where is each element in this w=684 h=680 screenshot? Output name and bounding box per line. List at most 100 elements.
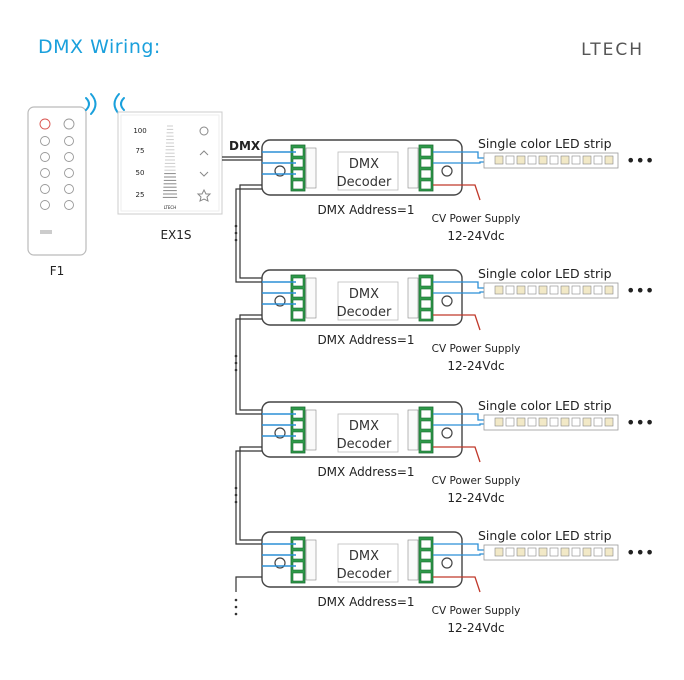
- dmx-line-label: DMX: [229, 139, 261, 153]
- power-supply-voltage: 12-24Vdc: [447, 621, 504, 635]
- led-chip-icon: [516, 547, 526, 557]
- panel-scale-75: 75: [136, 147, 145, 155]
- strip-label: Single color LED strip: [478, 266, 612, 281]
- panel-ex1s: 100 75 50 25 LTECH EX1S: [117, 111, 223, 242]
- led-chip-icon: [549, 547, 559, 557]
- power-wire: [433, 314, 481, 331]
- dmx-chain-wire: [239, 184, 262, 279]
- led-strip: [483, 544, 619, 561]
- decoder-name-line1: DMX: [349, 549, 379, 564]
- decoder-name-line2: Decoder: [337, 567, 392, 582]
- page-title: DMX Wiring:: [38, 36, 161, 58]
- led-chip-icon: [527, 285, 537, 295]
- led-chip-icon: [560, 417, 570, 427]
- panel-scale-25: 25: [136, 191, 145, 199]
- ellipsis-icon: •••: [626, 543, 654, 562]
- power-supply-label: CV Power Supply: [432, 343, 521, 355]
- led-chip-icon: [527, 417, 537, 427]
- led-chip-icon: [538, 285, 548, 295]
- led-chip-icon: [560, 547, 570, 557]
- continuation-dot: [234, 224, 238, 228]
- strip-label: Single color LED strip: [478, 398, 612, 413]
- led-chip-icon: [538, 155, 548, 165]
- decoder-name-line1: DMX: [349, 419, 379, 434]
- led-chip-icon: [549, 417, 559, 427]
- continuation-dot: [234, 605, 238, 609]
- led-chip-icon: [527, 155, 537, 165]
- dmx-chain-wire: [239, 314, 262, 411]
- ellipsis-icon: •••: [626, 151, 654, 170]
- led-chip-icon: [593, 285, 603, 295]
- dmx-chain-wire: [235, 576, 262, 592]
- led-chip-icon: [505, 155, 515, 165]
- led-chip-icon: [604, 285, 614, 295]
- panel-brand: LTECH: [164, 205, 176, 210]
- decoder-name-line1: DMX: [349, 287, 379, 302]
- power-supply-voltage: 12-24Vdc: [447, 359, 504, 373]
- led-chip-icon: [494, 155, 504, 165]
- led-chip-icon: [505, 285, 515, 295]
- led-chip-icon: [538, 417, 548, 427]
- led-chip-icon: [505, 417, 515, 427]
- continuation-dot: [234, 500, 238, 504]
- continuation-dot: [234, 238, 238, 242]
- mounting-hole-icon: [441, 295, 453, 307]
- star-icon: [196, 188, 212, 202]
- dmx-chain-wire: [235, 450, 262, 545]
- continuation-dot: [234, 598, 238, 602]
- output-terminal-block: [418, 274, 434, 322]
- dmx-terminal-block: [290, 144, 306, 192]
- dmx-chain-wire: [235, 188, 262, 283]
- remote-f1: F1: [27, 106, 87, 278]
- led-chip-icon: [604, 417, 614, 427]
- led-chip-icon: [494, 547, 504, 557]
- brightness-slider: [162, 125, 178, 198]
- dmx-terminal-block: [290, 536, 306, 584]
- led-chip-icon: [582, 155, 592, 165]
- power-supply-label: CV Power Supply: [432, 605, 521, 617]
- dmx-address-label: DMX Address=1: [317, 203, 414, 217]
- led-chip-icon: [516, 417, 526, 427]
- power-wire: [433, 576, 481, 593]
- led-chip-icon: [505, 547, 515, 557]
- power-wire: [433, 184, 481, 201]
- continuation-dot: [234, 231, 238, 235]
- led-chip-icon: [560, 285, 570, 295]
- power-icon: [199, 126, 209, 136]
- decoder-name-line2: Decoder: [337, 437, 392, 452]
- led-chip-icon: [549, 285, 559, 295]
- decoder-name-line1: DMX: [349, 157, 379, 172]
- led-chip-icon: [516, 155, 526, 165]
- decoder-name-line2: Decoder: [337, 175, 392, 190]
- led-strip: [483, 152, 619, 169]
- panel-scale-50: 50: [136, 169, 145, 177]
- down-icon: [199, 171, 209, 177]
- led-chip-icon: [560, 155, 570, 165]
- dmx-address-label: DMX Address=1: [317, 465, 414, 479]
- led-chip-icon: [571, 547, 581, 557]
- remote-label: F1: [50, 264, 65, 278]
- strip-label: Single color LED strip: [478, 528, 612, 543]
- continuation-dot: [234, 361, 238, 365]
- led-chip-icon: [604, 155, 614, 165]
- panel-label: EX1S: [160, 228, 191, 242]
- led-strip: [483, 414, 619, 431]
- output-terminal-block: [418, 144, 434, 192]
- wireless-signal-icon: [85, 93, 125, 115]
- mounting-hole-icon: [441, 165, 453, 177]
- continuation-dot: [234, 612, 238, 616]
- brand-logo: LTECH: [581, 40, 644, 60]
- led-chip-icon: [593, 547, 603, 557]
- led-chip-icon: [593, 155, 603, 165]
- dmx-chain-wire: [239, 446, 262, 541]
- dmx-terminal-block: [290, 274, 306, 322]
- led-chip-icon: [582, 547, 592, 557]
- output-terminal-block: [418, 406, 434, 454]
- power-wire: [433, 446, 481, 463]
- led-chip-icon: [494, 285, 504, 295]
- decoder-unit: DMX Decoder ••• Single color LED strip DMX A…: [234, 136, 654, 283]
